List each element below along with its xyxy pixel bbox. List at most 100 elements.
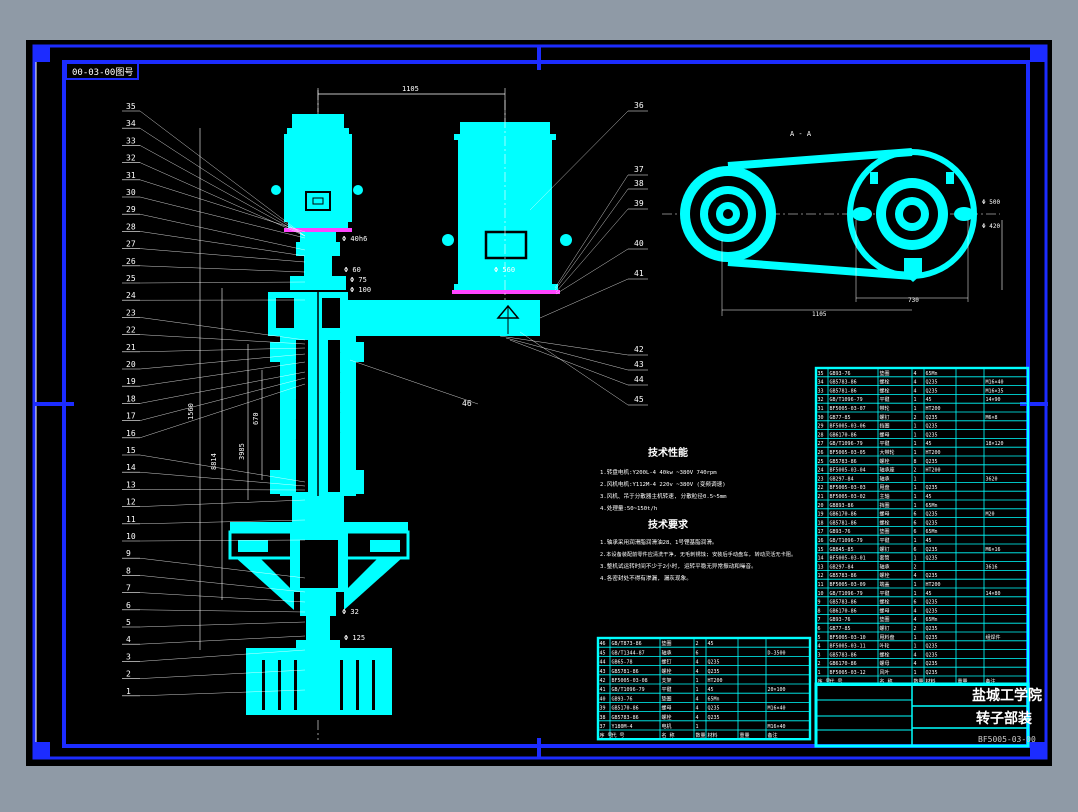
bom-cell: 8 — [914, 459, 917, 465]
bom-cell: 41 — [600, 687, 606, 693]
bom-cell: 主轴 — [880, 493, 890, 500]
bom-cell: 6 — [914, 512, 917, 518]
callout-30: 30 — [126, 188, 136, 197]
bom-cell: Q235 — [708, 706, 720, 712]
tech-param-line-3: 3.风机、吊于分散器主机转速, 分散粒径0.5~5mm — [600, 492, 727, 500]
bom-cell: M16×40 — [986, 380, 1004, 386]
bom-header-cell: 备注 — [768, 732, 778, 739]
bom-cell: 1 — [914, 485, 917, 491]
bom-cell: 平键 — [880, 440, 890, 447]
bom-cell: 33 — [818, 388, 824, 394]
bom-cell: 6 — [914, 547, 917, 553]
dim-motor-base: Φ 560 — [494, 266, 515, 274]
bom-cell: GB77-85 — [830, 626, 851, 632]
bom-cell: 2 — [696, 641, 699, 647]
callout-42: 42 — [634, 345, 644, 354]
callout-25: 25 — [126, 274, 136, 283]
bom-cell: 4 — [914, 388, 917, 394]
bom-cell: 65Mn — [926, 617, 938, 623]
bom-cell: 45 — [600, 650, 606, 656]
bom-cell: GB297-84 — [830, 476, 854, 482]
bom-cell: 1 — [914, 406, 917, 412]
fan-rotor — [246, 648, 392, 716]
bom-cell: 6 — [696, 650, 699, 656]
bom-cell: HT200 — [708, 678, 723, 684]
dim-d1: Φ 40h6 — [342, 235, 367, 243]
bom-cell: 6 — [914, 520, 917, 526]
bom-cell: 21 — [818, 494, 824, 500]
bom-cell: BF5005-03-06 — [830, 424, 866, 430]
callout-44: 44 — [634, 375, 644, 384]
bom-cell: Q235 — [926, 670, 938, 676]
bom-cell: 1 — [696, 687, 699, 693]
callout-20: 20 — [126, 360, 136, 369]
bom-cell: GB845-85 — [830, 547, 854, 553]
bom-cell: 32 — [818, 397, 824, 403]
callout-45: 45 — [634, 395, 644, 404]
bom-cell: 挡圈 — [880, 502, 890, 509]
tech-req-line-3: 3.整机试运转时间不少于2小时, 运转平稳无异常振动和噪音。 — [600, 562, 757, 570]
bom-cell: GB93-76 — [830, 617, 851, 623]
bom-cell: 14×90 — [986, 397, 1001, 403]
bom-cell: Q235 — [926, 556, 938, 562]
callout-21: 21 — [126, 343, 136, 352]
callout-36: 36 — [634, 101, 644, 110]
dim-plan-span: 1105 — [812, 311, 827, 318]
bom-cell: 45 — [926, 494, 932, 500]
bom-cell: 甩料盘 — [880, 634, 895, 641]
callout-37: 37 — [634, 165, 644, 174]
bom-cell: 1 — [914, 397, 917, 403]
bom-cell: 45 — [926, 441, 932, 447]
bom-header-cell: 重量 — [740, 732, 750, 739]
bom-cell: 6 — [914, 529, 917, 535]
bom-cell: M20 — [986, 512, 995, 518]
bom-cell: M6×16 — [986, 547, 1001, 553]
bom-cell: 3 — [818, 652, 821, 658]
bom-cell: GB6170-86 — [830, 512, 857, 518]
tech-req-line-2: 2.本设备装配前零件应清洗干净, 无毛刺锈蚀; 安装后手动盘车, 转动灵活无卡阻… — [600, 550, 796, 558]
bom-cell: GB/T1096-79 — [612, 687, 645, 693]
bom-cell: Q235 — [926, 459, 938, 465]
bom-cell: BF5005-03-08 — [612, 678, 648, 684]
bom-cell: 45 — [708, 641, 714, 647]
callout-32: 32 — [126, 154, 136, 163]
callout-10: 10 — [126, 532, 136, 541]
bom-cell: 5 — [818, 635, 821, 641]
callout-9: 9 — [126, 549, 131, 558]
bom-cell: Q235 — [926, 388, 938, 394]
bom-cell: 35 — [818, 371, 824, 377]
bom-cell: 1 — [914, 556, 917, 562]
bom-cell: 4 — [696, 660, 699, 666]
bom-cell: Q235 — [926, 661, 938, 667]
bom-cell: GB5170-86 — [612, 706, 639, 712]
callout-17: 17 — [126, 412, 136, 421]
bom-header-cell: 数量 — [696, 732, 706, 739]
callout-39: 39 — [634, 199, 644, 208]
bom-cell: 65Mn — [926, 529, 938, 535]
callout-2: 2 — [126, 670, 131, 679]
dim-shaft-len: 1560 — [187, 403, 195, 420]
bom-cell: 4 — [914, 371, 917, 377]
bom-cell: 38 — [600, 715, 606, 721]
bom-cell: 4 — [914, 608, 917, 614]
dim-h2: 3985 — [238, 443, 246, 460]
bom-cell: 20×100 — [768, 687, 786, 693]
bom-cell: 带轮 — [880, 405, 890, 412]
dim-d6: Φ 125 — [344, 634, 365, 642]
bom-cell: 45 — [708, 687, 714, 693]
bom-cell: HT200 — [926, 468, 941, 474]
bom-cell: 螺栓 — [880, 458, 890, 465]
bom-cell: 34 — [818, 380, 824, 386]
bom-cell: 大带轮 — [880, 449, 895, 456]
bom-cell: 螺母 — [880, 511, 890, 518]
bom-cell: 轴承 — [662, 649, 672, 656]
bom-cell: BF5005-03-07 — [830, 406, 866, 412]
bom-cell: 23 — [818, 476, 824, 482]
bom-cell: M16×40 — [768, 706, 786, 712]
tech-reqs-heading: 技术要求 — [648, 518, 689, 531]
bom-cell: Q235 — [926, 415, 938, 421]
bom-cell: 14 — [818, 556, 824, 562]
bom-cell: 垫圈 — [662, 640, 672, 647]
bom-cell: 垫圈 — [662, 695, 672, 702]
bom-cell: 垫圈 — [880, 616, 890, 623]
